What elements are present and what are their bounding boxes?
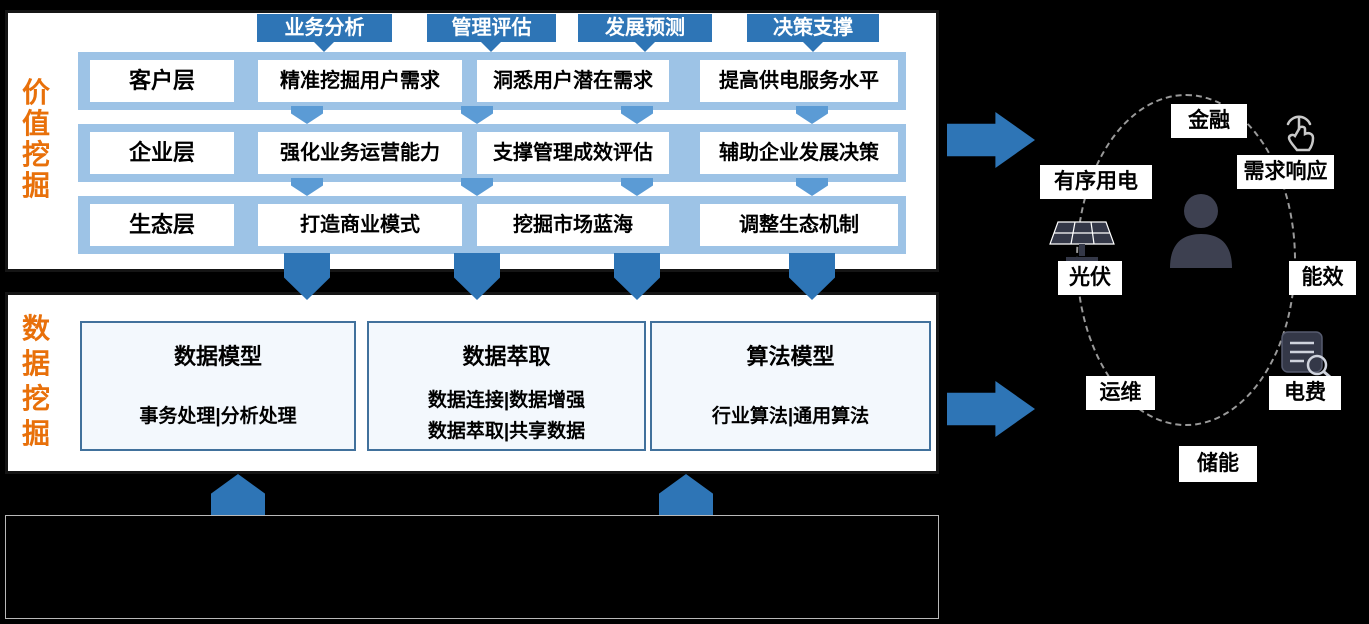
data-extraction-line: 数据萃取|共享数据 — [427, 421, 586, 442]
value-cell: 精准挖掘用户需求 — [258, 60, 462, 102]
data-to-ecosystem-arrow-right — [947, 381, 1035, 437]
row-gap-arrow-down — [461, 178, 493, 196]
chip-electricity-fee: 电费 — [1269, 376, 1341, 410]
value-to-ecosystem-arrow-right — [947, 112, 1035, 168]
row-gap-arrow-down — [796, 178, 828, 196]
data-model-line: 事务处理|分析处理 — [139, 406, 297, 427]
value-cell: 挖掘市场蓝海 — [477, 204, 669, 246]
row-gap-arrow-down — [291, 106, 323, 124]
data-model-box: 数据模型 事务处理|分析处理 — [80, 321, 356, 451]
tab-connector-arrow — [803, 42, 823, 52]
data-extraction-title: 数据萃取 — [462, 344, 551, 369]
value-cell: 调整生态机制 — [700, 204, 898, 246]
chip-demand-response: 需求响应 — [1237, 155, 1334, 189]
row-label-enterprise-layer: 企业层 — [90, 132, 234, 174]
chip-orderly-power-use: 有序用电 — [1040, 165, 1152, 199]
tab-connector-arrow — [314, 42, 334, 52]
row-label-ecosystem-layer: 生态层 — [90, 204, 234, 246]
row-gap-arrow-down — [291, 178, 323, 196]
bill-search-icon — [1280, 330, 1332, 383]
tap-icon — [1270, 108, 1328, 159]
value-cell: 打造商业模式 — [258, 204, 462, 246]
data-mining-side-label: 数据挖掘 — [21, 313, 50, 449]
row-label-customer-layer: 客户层 — [90, 60, 234, 102]
chip-operations-maintenance: 运维 — [1086, 376, 1155, 410]
data-extraction-box: 数据萃取 数据连接|数据增强 数据萃取|共享数据 — [367, 321, 646, 451]
tab-business-analysis: 业务分析 — [257, 14, 392, 42]
chip-finance: 金融 — [1171, 104, 1247, 138]
value-cell: 洞悉用户潜在需求 — [477, 60, 669, 102]
value-cell: 支撑管理成效评估 — [477, 132, 669, 174]
value-mining-side-label: 价值挖掘 — [21, 77, 50, 201]
algorithm-model-line: 行业算法|通用算法 — [711, 406, 870, 427]
row-ecosystem-layer: 生态层 打造商业模式 挖掘市场蓝海 调整生态机制 — [78, 196, 906, 254]
bottom-to-data-arrow-up — [211, 474, 265, 515]
chip-energy-efficiency: 能效 — [1289, 261, 1356, 295]
tab-decision-support: 决策支撑 — [747, 14, 879, 42]
bottom-panel — [5, 515, 939, 619]
chip-photovoltaic: 光伏 — [1058, 261, 1122, 295]
row-gap-arrow-down — [621, 178, 653, 196]
value-cell: 强化业务运营能力 — [258, 132, 462, 174]
tab-connector-arrow — [481, 42, 501, 52]
row-enterprise-layer: 企业层 强化业务运营能力 支撑管理成效评估 辅助企业发展决策 — [78, 124, 906, 182]
row-gap-arrow-down — [461, 106, 493, 124]
value-cell: 辅助企业发展决策 — [700, 132, 898, 174]
tab-development-forecast: 发展预测 — [578, 14, 712, 42]
value-cell: 提高供电服务水平 — [700, 60, 898, 102]
bottom-to-data-arrow-up — [659, 474, 713, 515]
value-mining-panel: 价值挖掘 业务分析 管理评估 发展预测 决策支撑 客户层 精准挖掘用户需求 洞悉… — [5, 10, 939, 272]
row-gap-arrow-down — [796, 106, 828, 124]
data-model-title: 数据模型 — [173, 344, 262, 369]
tab-management-evaluation: 管理评估 — [427, 14, 556, 42]
algorithm-model-title: 算法模型 — [746, 344, 835, 369]
row-customer-layer: 客户层 精准挖掘用户需求 洞悉用户潜在需求 提高供电服务水平 — [78, 52, 906, 110]
row-gap-arrow-down — [621, 106, 653, 124]
solar-panel-icon — [1048, 220, 1116, 267]
person-icon — [1168, 192, 1234, 273]
data-mining-panel: 数据挖掘 数据模型 事务处理|分析处理 数据萃取 数据连接|数据增强 数据萃取|… — [5, 292, 939, 474]
tab-connector-arrow — [635, 42, 655, 52]
algorithm-model-box: 算法模型 行业算法|通用算法 — [650, 321, 931, 451]
chip-energy-storage: 储能 — [1179, 446, 1257, 482]
data-extraction-line: 数据连接|数据增强 — [427, 390, 586, 411]
